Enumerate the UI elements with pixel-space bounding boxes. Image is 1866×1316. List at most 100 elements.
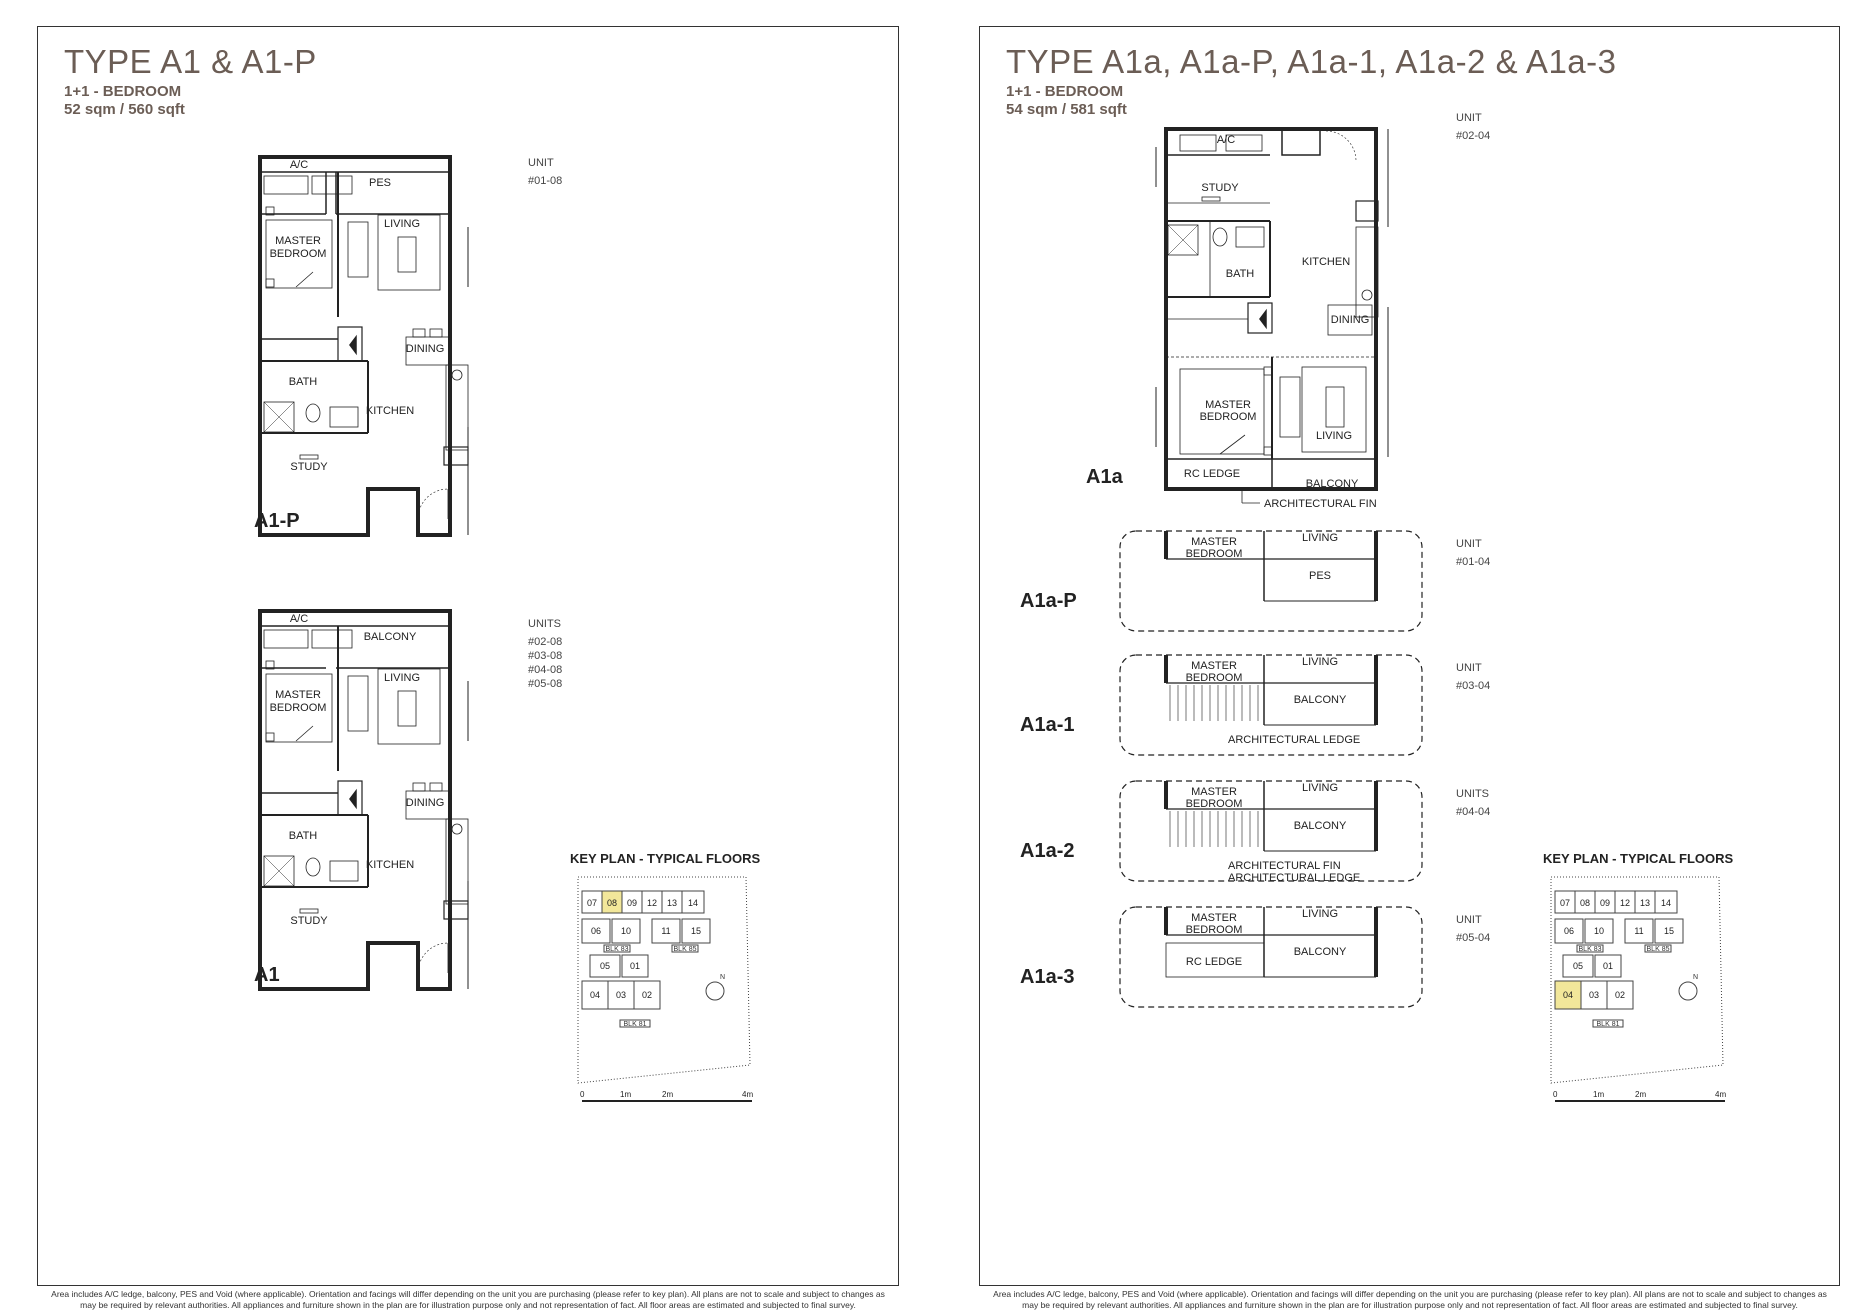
left-plans-svg: A/C PES MASTER BEDROOM LIVING DINING BAT… — [254, 155, 761, 1102]
room-bedroom: BEDROOM — [270, 702, 327, 714]
unit-number: #01-08 — [528, 175, 562, 187]
room-rc-ledge: RC LEDGE — [1186, 956, 1242, 968]
block-label: BLK 81 — [1597, 1021, 1620, 1028]
scale-tick: 2m — [662, 1090, 673, 1099]
room-master: MASTER — [1191, 536, 1237, 548]
room-study: STUDY — [290, 915, 328, 927]
room-master: MASTER — [275, 235, 321, 247]
room-bedroom: BEDROOM — [1200, 411, 1257, 423]
key-unit: 04 — [1563, 990, 1573, 1000]
title-main: A1a, A1a-P, A1a-1, A1a-2 & A1a-3 — [1102, 43, 1617, 80]
key-unit: 01 — [1603, 961, 1613, 971]
disclaimer-line: may be required by relevant authorities.… — [80, 1300, 856, 1310]
room-living: LIVING — [1302, 532, 1338, 544]
unit-number: #02-08 — [528, 636, 562, 648]
room-bath: BATH — [289, 830, 318, 842]
room-study: STUDY — [1201, 182, 1239, 194]
unit-number: #02-04 — [1456, 130, 1490, 142]
scale-tick: 1m — [620, 1090, 631, 1099]
room-balcony: BALCONY — [1306, 478, 1359, 490]
room-living: LIVING — [1302, 656, 1338, 668]
unit-heading: UNITS — [1456, 788, 1489, 800]
unit-heading: UNIT — [528, 157, 554, 169]
key-unit: 08 — [607, 898, 617, 908]
key-unit: 08 — [1580, 898, 1590, 908]
key-unit: 13 — [667, 898, 677, 908]
key-unit: 01 — [630, 961, 640, 971]
annotation: ARCHITECTURAL LEDGE — [1228, 734, 1360, 746]
variant-outline — [1119, 654, 1423, 756]
key-unit: 12 — [647, 898, 657, 908]
plan-a1: A/C BALCONY MASTER BEDROOM LIVING DINING… — [254, 609, 562, 991]
room-bedroom: BEDROOM — [1186, 798, 1243, 810]
key-unit: 14 — [1661, 898, 1671, 908]
bedroom-type: 1+1 - BEDROOM — [64, 83, 182, 100]
room-outdoor: BALCONY — [1294, 694, 1347, 706]
key-unit: 14 — [688, 898, 698, 908]
scale-tick: 1m — [1593, 1090, 1604, 1099]
key-unit: 11 — [1634, 926, 1643, 936]
room-kitchen: KITCHEN — [1302, 256, 1350, 268]
left-floorplan-sheet: TYPE A1 & A1-P 1+1 - BEDROOM 52 sqm / 56… — [37, 26, 899, 1286]
scale-tick: 0 — [580, 1090, 585, 1099]
room-dining: DINING — [406, 797, 445, 809]
key-unit: 06 — [1564, 926, 1574, 936]
plan-label-variant: A1a-P — [1020, 590, 1077, 612]
scale-bar: 0 1m 2m 4m — [1553, 1090, 1726, 1102]
disclaimer-left: Area includes A/C ledge, balcony, PES an… — [28, 1289, 908, 1311]
unit-number: #03-08 — [528, 650, 562, 662]
key-unit: 03 — [616, 990, 626, 1000]
key-unit: 09 — [627, 898, 637, 908]
variant-plan: MASTERBEDROOMLIVINGBALCONYARCHITECTURAL … — [1020, 780, 1490, 884]
key-unit: 10 — [621, 926, 631, 936]
block-label: BLK 83 — [606, 946, 629, 953]
scale-tick: 0 — [1553, 1090, 1558, 1099]
key-plan-title: KEY PLAN - TYPICAL FLOORS — [570, 851, 761, 866]
disclaimer-right: Area includes A/C ledge, balcony, PES an… — [970, 1289, 1850, 1311]
room-bedroom: BEDROOM — [1186, 924, 1243, 936]
key-unit: 02 — [1615, 990, 1625, 1000]
key-unit: 12 — [1620, 898, 1630, 908]
room-outdoor: PES — [1309, 570, 1331, 582]
variant-outline — [1119, 906, 1423, 1008]
variant-outline — [1119, 780, 1423, 882]
room-kitchen: KITCHEN — [366, 405, 414, 417]
block-label: BLK 83 — [1579, 946, 1602, 953]
right-floorplan-sheet: TYPE A1a, A1a-P, A1a-1, A1a-2 & A1a-3 1+… — [979, 26, 1840, 1286]
annotation-architectural-fin: ARCHITECTURAL FIN — [1264, 498, 1377, 510]
room-study: STUDY — [290, 461, 328, 473]
rc-ledge-box — [1165, 942, 1265, 978]
title-main: A1 & A1-P — [160, 43, 317, 80]
room-living: LIVING — [384, 218, 420, 230]
room-ac: A/C — [1217, 134, 1235, 146]
unit-number: #05-08 — [528, 678, 562, 690]
unit-heading: UNITS — [528, 618, 561, 630]
key-unit: 07 — [587, 898, 597, 908]
room-kitchen: KITCHEN — [366, 859, 414, 871]
unit-heading: UNIT — [1456, 538, 1482, 550]
disclaimer-line: may be required by relevant authorities.… — [1022, 1300, 1798, 1310]
unit-number: #04-08 — [528, 664, 562, 676]
north-arrow-label: N — [720, 974, 725, 981]
left-sheet-title: TYPE A1 & A1-P — [64, 43, 317, 81]
room-master: MASTER — [1205, 399, 1251, 411]
key-unit: 15 — [691, 926, 701, 936]
room-bath: BATH — [1226, 268, 1255, 280]
key-unit: 11 — [661, 926, 670, 936]
room-balcony: BALCONY — [364, 631, 417, 643]
room-ac: A/C — [290, 159, 308, 171]
unit-number: #05-04 — [1456, 932, 1490, 944]
unit-number: #01-04 — [1456, 556, 1490, 568]
room-dining: DINING — [1331, 314, 1370, 326]
room-dining: DINING — [406, 343, 445, 355]
room-living: LIVING — [1302, 908, 1338, 920]
variant-outline — [1119, 530, 1423, 632]
key-unit: 05 — [600, 961, 610, 971]
unit-number: #04-04 — [1456, 806, 1490, 818]
title-prefix: TYPE — [64, 43, 153, 80]
room-rc-ledge: RC LEDGE — [1184, 468, 1240, 480]
plan-label-a1a: A1a — [1086, 466, 1124, 488]
key-unit: 13 — [1640, 898, 1650, 908]
annotation: ARCHITECTURAL LEDGE — [1228, 872, 1360, 884]
